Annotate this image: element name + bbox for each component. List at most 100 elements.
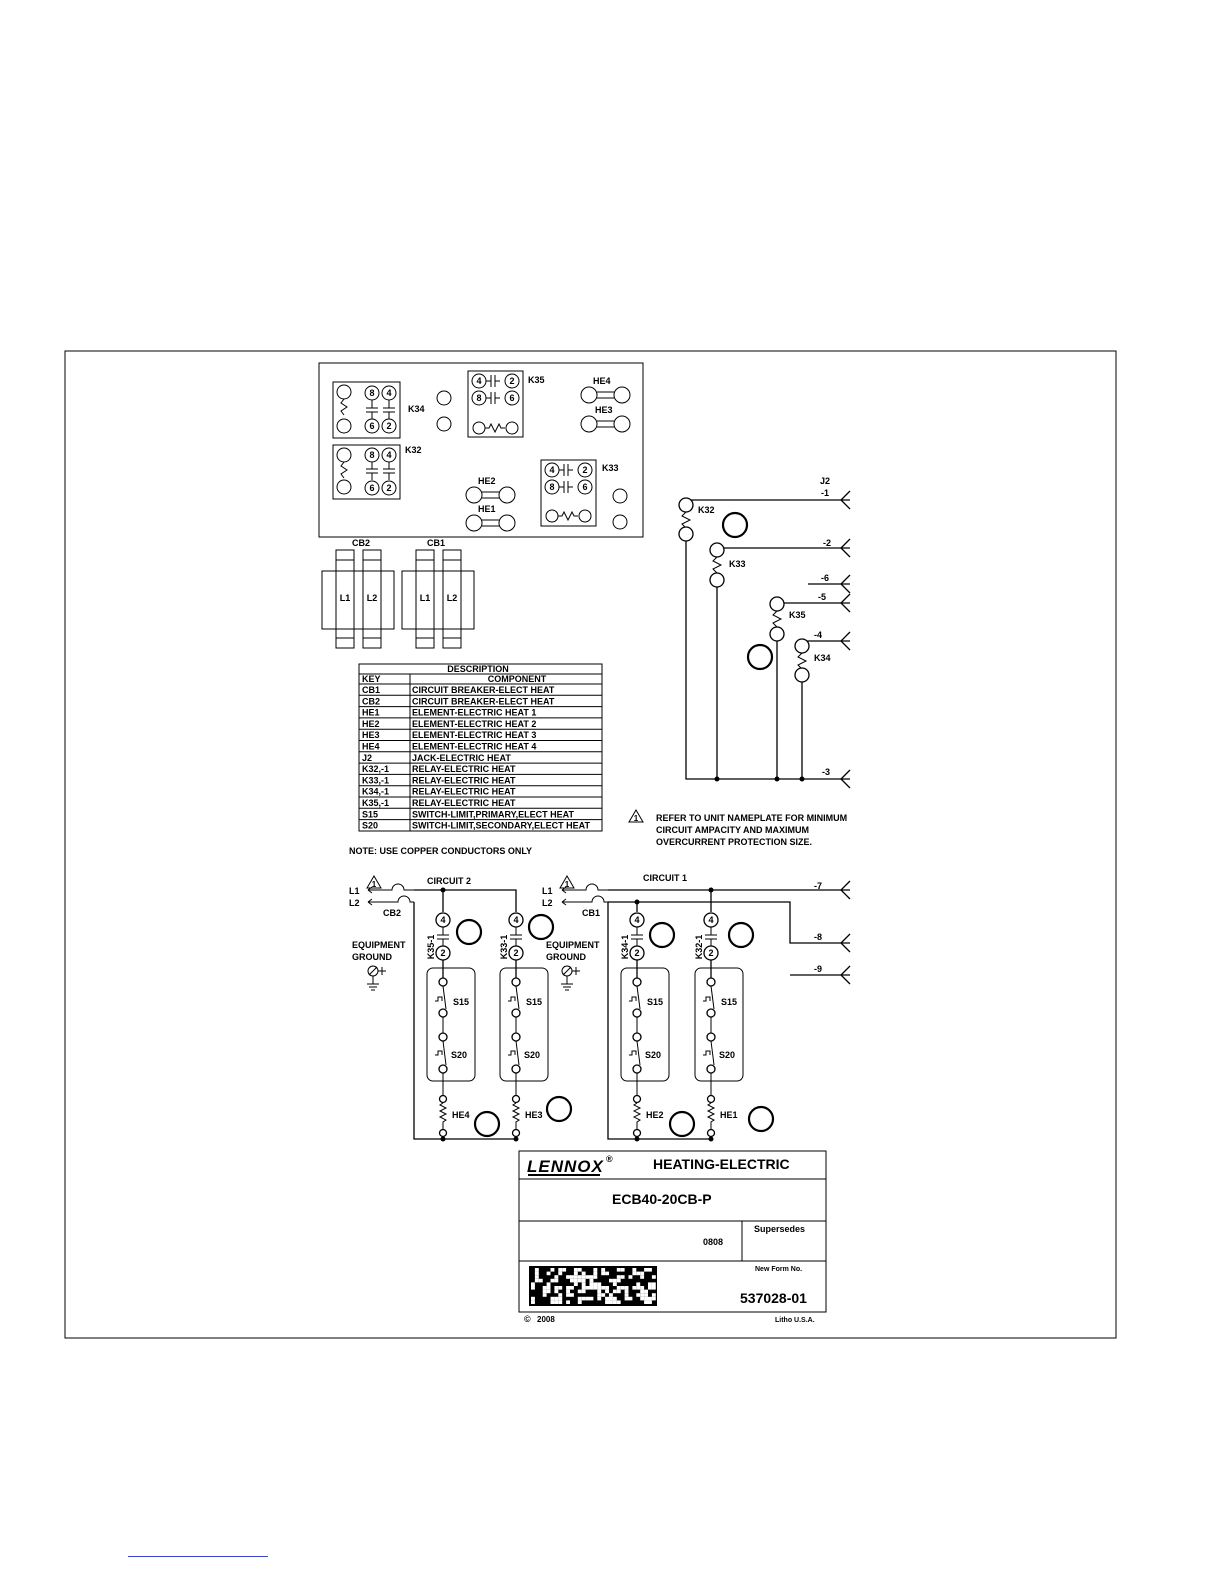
footer-link-underline <box>128 1556 268 1557</box>
ground1-line-1: EQUIPMENT <box>546 940 600 950</box>
breaker-cb2: CB2 L1 L2 <box>321 538 395 649</box>
k33-pin-8: 8 <box>549 482 554 492</box>
j2-pin-6: -6 <box>821 573 829 583</box>
legend-key-cell: S20 <box>362 821 378 831</box>
s15-label: S15 <box>453 997 469 1007</box>
relay-k35-block: 4 2 8 6 <box>467 370 524 438</box>
k34-board-label: K34 <box>408 404 425 414</box>
he3-board-label: HE3 <box>595 405 613 415</box>
circuit1-label: CIRCUIT 1 <box>643 873 687 883</box>
legend-component-cell: ELEMENT-ELECTRIC HEAT 4 <box>412 742 536 752</box>
legend-header-key: KEY <box>362 674 381 684</box>
circuit1-breaker-label: CB1 <box>582 908 600 918</box>
k35-pin-6: 6 <box>509 393 514 403</box>
he1-board-label: HE1 <box>478 504 496 514</box>
k32-pin-2: 2 <box>386 483 391 493</box>
legend-key-cell: HE1 <box>362 708 380 718</box>
s20-label: S20 <box>719 1050 735 1060</box>
k33-pin-6: 6 <box>582 482 587 492</box>
j2-pin-1: -1 <box>821 488 829 498</box>
cb2-l1-label: L1 <box>340 593 351 603</box>
contact-terminal-4: 4 <box>440 915 445 925</box>
supersedes-label: Supersedes <box>754 1224 805 1234</box>
k32-coil-label: K32 <box>698 505 715 515</box>
form-number: 537028-01 <box>740 1290 807 1306</box>
ground-icon <box>367 965 386 991</box>
drawing-title: HEATING-ELECTRIC <box>653 1156 790 1172</box>
k35-coil-label: K35 <box>789 610 806 620</box>
circuit1-l1-label: L1 <box>542 886 553 896</box>
relay-k34-block: 8 6 4 2 <box>332 381 401 439</box>
j2-pin-5: -5 <box>818 592 826 602</box>
circuit2-l1-label: L1 <box>349 886 360 896</box>
legend-component-cell: RELAY-ELECTRIC HEAT <box>412 787 516 797</box>
j2-pin-3: -3 <box>822 767 830 777</box>
j2-pin-7: -7 <box>814 881 822 891</box>
contact-terminal-2: 2 <box>440 948 445 958</box>
legend-component-cell: CIRCUIT BREAKER-ELECT HEAT <box>412 685 555 695</box>
litho-label: Litho U.S.A. <box>775 1317 815 1324</box>
legend-header-component: COMPONENT <box>488 674 547 684</box>
legend-component-cell: RELAY-ELECTRIC HEAT <box>412 798 516 808</box>
contact-label-k33: K33-1 <box>499 935 509 960</box>
legend-key-cell: K32,-1 <box>362 764 389 774</box>
ground1-line-2: GROUND <box>546 952 586 962</box>
legend-key-cell: J2 <box>362 753 372 763</box>
circuit2-l2-label: L2 <box>349 898 360 908</box>
legend-component-cell: SWITCH-LIMIT,PRIMARY,ELECT HEAT <box>412 809 574 819</box>
k32-pin-4: 4 <box>386 450 391 460</box>
contact-label-k35: K35-1 <box>426 935 436 960</box>
brand-logo: LENNOX <box>527 1157 605 1176</box>
cb1-label: CB1 <box>427 538 445 548</box>
k34-coil-label: K34 <box>814 653 831 663</box>
ground2-line-1: EQUIPMENT <box>352 940 406 950</box>
marker-circle <box>473 1110 501 1138</box>
marker-circle <box>545 1095 573 1123</box>
element-label-he4: HE4 <box>452 1110 470 1120</box>
legend-component-cell: ELEMENT-ELECTRIC HEAT 3 <box>412 730 536 740</box>
k34-pin-8: 8 <box>369 388 374 398</box>
legend-title: DESCRIPTION <box>447 664 509 674</box>
k35-board-label: K35 <box>528 375 545 385</box>
contact-terminal-4: 4 <box>513 915 518 925</box>
he2-board-label: HE2 <box>478 476 496 486</box>
k33-pin-4: 4 <box>549 465 554 475</box>
circuit2-label: CIRCUIT 2 <box>427 876 471 886</box>
circuit2-breaker-label: CB2 <box>383 908 401 918</box>
j2-pin-9: -9 <box>814 964 822 974</box>
marker-circle <box>648 921 676 949</box>
title-block: LENNOX ® HEATING-ELECTRIC ECB40-20CB-P S… <box>518 1150 827 1324</box>
element-label-he2: HE2 <box>646 1110 664 1120</box>
contact-label-k34: K34-1 <box>620 935 630 960</box>
datamatrix-barcode <box>529 1266 657 1306</box>
circuit1-l2-label: L2 <box>542 898 553 908</box>
model-number: ECB40-20CB-P <box>612 1191 712 1207</box>
legend-key-cell: S15 <box>362 809 378 819</box>
control-circuit: J2 -1 K32 -2 K33 -6 -5 K35 -4 K34 <box>678 476 851 789</box>
marker-circle <box>727 921 755 949</box>
s20-label: S20 <box>451 1050 467 1060</box>
cb1-l2-label: L2 <box>447 593 458 603</box>
circuit2-warning-mark: 1 <box>372 880 377 889</box>
legend-component-cell: JACK-ELECTRIC HEAT <box>412 753 511 763</box>
copyright-year: 2008 <box>537 1315 555 1324</box>
cb2-label: CB2 <box>352 538 370 548</box>
s20-label: S20 <box>645 1050 661 1060</box>
contact-terminal-2: 2 <box>708 948 713 958</box>
element-label-he3: HE3 <box>525 1110 543 1120</box>
marker-circle <box>721 511 749 539</box>
contact-terminal-4: 4 <box>708 915 713 925</box>
j2-pin-2: -2 <box>823 538 831 548</box>
legend-component-cell: RELAY-ELECTRIC HEAT <box>412 775 516 785</box>
legend-component-cell: CIRCUIT BREAKER-ELECT HEAT <box>412 696 555 706</box>
circuit1-warning-mark: 1 <box>565 880 570 889</box>
nameplate-note-line-2: CIRCUIT AMPACITY AND MAXIMUM <box>656 825 809 835</box>
legend-component-cell: RELAY-ELECTRIC HEAT <box>412 764 516 774</box>
breaker-cb1: CB1 L1 L2 <box>401 538 475 649</box>
j2-pin-4: -4 <box>814 630 822 640</box>
